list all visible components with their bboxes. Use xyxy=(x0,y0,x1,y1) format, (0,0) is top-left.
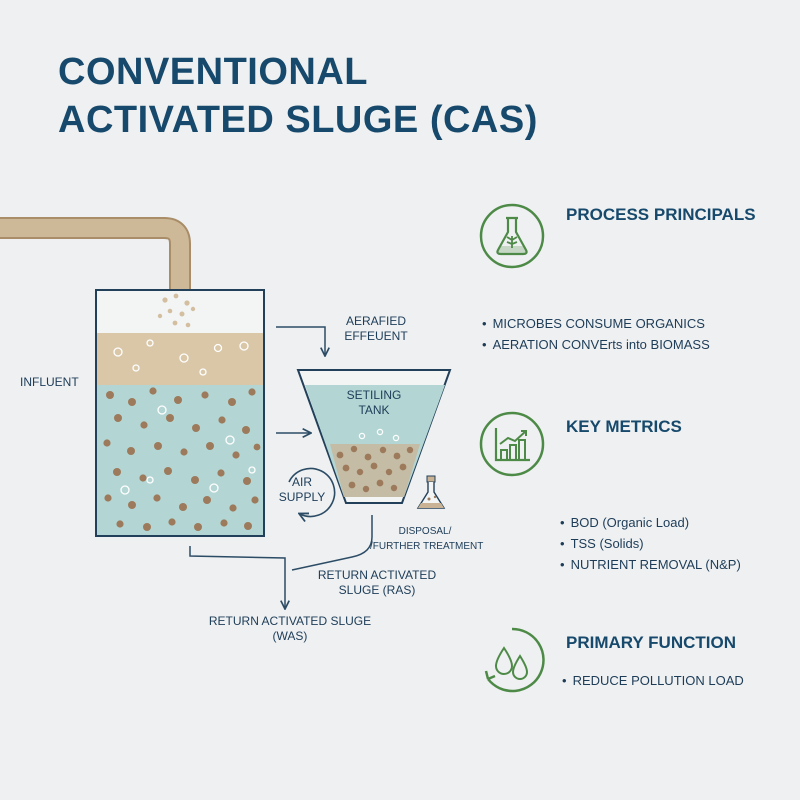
falling-solids xyxy=(157,293,196,328)
list-item: TSS (Solids) xyxy=(560,533,741,554)
aeration-tank xyxy=(95,289,265,537)
panel-heading-key-metrics: KEY METRICS xyxy=(566,417,682,436)
influent-label: INFLUENT xyxy=(20,375,79,389)
list-item: MICROBES CONSUME ORGANICS xyxy=(482,313,710,334)
ras-line-2: SLUGE (RAS) xyxy=(338,583,416,597)
settling-tank xyxy=(296,369,452,504)
key-metrics-list: BOD (Organic Load) TSS (Solids) NUTRIENT… xyxy=(560,512,741,575)
influent-pipe-fill xyxy=(0,219,189,300)
arrow-was xyxy=(189,546,285,608)
list-item: AERATION CONVErts into BIOMASS xyxy=(482,334,710,355)
air-supply-arrow xyxy=(288,467,336,516)
list-item: REDUCE POLLUTION LOAD xyxy=(562,670,744,691)
air-supply-label: AIR SUPPLY xyxy=(274,475,330,505)
bar-chart-icon xyxy=(478,410,546,483)
process-principals-list: MICROBES CONSUME ORGANICS AERATION CONVE… xyxy=(482,313,710,355)
settling-tank-label: SETILING TANK xyxy=(334,388,414,418)
mixed-liquor xyxy=(97,385,263,535)
disposal-line-2: /FURTHER TREATMENT xyxy=(370,541,484,552)
aerated-effluent-line-2: EFFEUENT xyxy=(344,329,408,343)
aerated-effluent-label: AERAFIED EFFEUENT xyxy=(336,314,416,344)
panel-heading-primary-function: PRIMARY FUNCTION xyxy=(566,633,736,652)
air-supply-line-2: SUPPLY xyxy=(278,490,326,504)
page-title: CONVENTIONAL ACTIVATED SLUGE (CAS) xyxy=(58,48,538,144)
arrow-ras-return xyxy=(291,515,373,571)
was-label: RETURN ACTIVATED SLUGE (WAS) xyxy=(200,614,380,644)
disposal-flask-icon xyxy=(416,475,446,509)
ras-label: RETURN ACTIVATED SLUGE (RAS) xyxy=(310,568,444,598)
air-bubbles xyxy=(113,339,256,495)
settling-tank-line-2: TANK xyxy=(358,403,390,417)
was-line-1: RETURN ACTIVATED SLUGE xyxy=(208,614,372,628)
ras-line-1: RETURN ACTIVATED xyxy=(317,568,437,582)
title-line-1: CONVENTIONAL xyxy=(58,51,368,93)
primary-function-list: REDUCE POLLUTION LOAD xyxy=(562,670,744,691)
disposal-label: DISPOSAL/ /FURTHER TREATMENT xyxy=(370,524,484,554)
list-item: BOD (Organic Load) xyxy=(560,512,741,533)
arrow-aerated-effluent xyxy=(276,326,325,355)
disposal-line-1: DISPOSAL/ xyxy=(398,526,452,537)
floc-particles xyxy=(103,387,261,531)
flask-icon xyxy=(478,202,546,275)
title-line-2: ACTIVATED SLUGE (CAS) xyxy=(58,99,538,141)
air-supply-line-1: AIR xyxy=(291,475,312,489)
list-item: NUTRIENT REMOVAL (N&P) xyxy=(560,554,741,575)
panel-heading-process-principals: PROCESS PRINCIPALS xyxy=(566,205,756,224)
water-drops-icon xyxy=(478,626,546,699)
was-line-2: (WAS) xyxy=(272,629,308,643)
aerated-effluent-line-1: AERAFIED xyxy=(345,314,406,328)
settling-solids xyxy=(336,445,414,493)
settling-tank-line-1: SETILING xyxy=(346,388,402,402)
